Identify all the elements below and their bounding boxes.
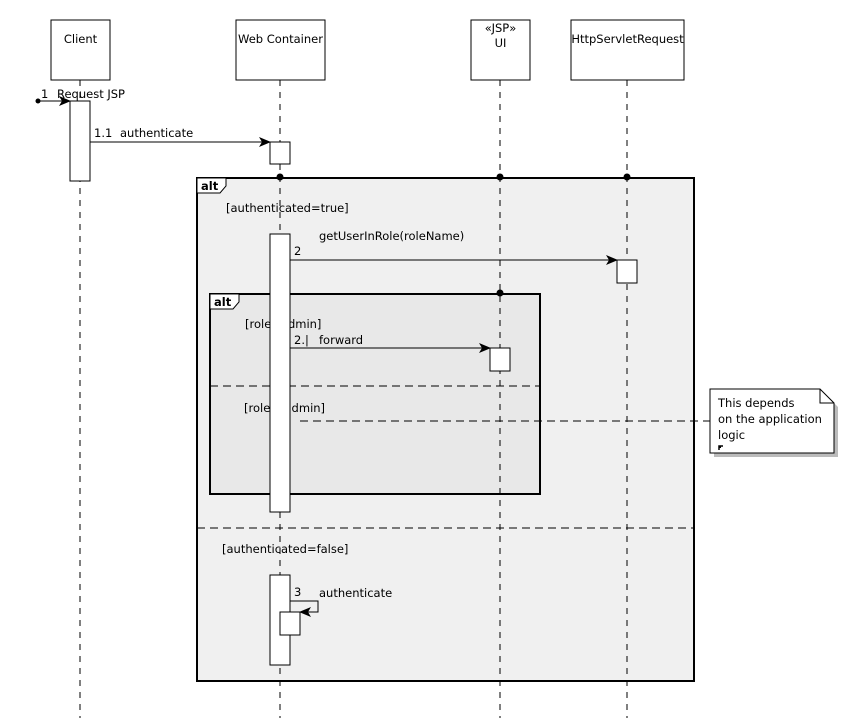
message-forward-label: forward [319, 333, 363, 347]
note-link-icon [718, 445, 723, 450]
participant-client-label: Client [64, 32, 98, 46]
message-request-jsp[interactable]: 1 Request JSP [35, 87, 126, 106]
note-line-2: on the application [718, 412, 822, 426]
participant-http-servlet-request-label: HttpServletRequest [571, 32, 684, 46]
message-authenticate-3-label: authenticate [319, 586, 392, 600]
participant-web-container-label: Web Container [238, 32, 323, 46]
participant-ui-stereotype: «JSP» [485, 21, 517, 35]
http-servlet-request-activation [616, 259, 638, 284]
message-authenticate-1-label: authenticate [120, 126, 193, 140]
inner-alt-fragment: alt [role=admin] [role!=admin] [209, 293, 541, 495]
participant-ui-label: UI [495, 36, 507, 50]
outer-alt-operator: alt [201, 179, 219, 193]
message-authenticate-3[interactable]: 3 authenticate [290, 585, 392, 617]
note[interactable]: This depends on the application logic [300, 388, 838, 457]
web-container-self-activation [279, 611, 301, 636]
note-line-1: This depends [717, 396, 795, 410]
client-activation [69, 100, 91, 182]
activation-bars [69, 100, 638, 666]
message-authenticate-1-number: 1.1 [94, 126, 112, 140]
message-forward-number: 2.| [294, 333, 309, 347]
message-get-user-in-role-number: 2 [294, 244, 301, 258]
web-container-activation-2 [269, 233, 291, 513]
ui-activation [489, 347, 511, 372]
message-request-jsp-number: 1 [41, 87, 48, 101]
participant-web-container[interactable]: Web Container [235, 19, 326, 81]
participant-client[interactable]: Client [50, 19, 111, 81]
message-authenticate-1[interactable]: 1.1 authenticate [90, 126, 271, 147]
note-line-3: logic [718, 428, 745, 442]
message-forward[interactable]: 2.| forward [290, 333, 491, 353]
message-get-user-in-role[interactable]: 2 getUserInRole(roleName) [290, 229, 618, 265]
participant-ui[interactable]: «JSP» UI [470, 19, 531, 81]
guard-authenticated-false: [authenticated=false] [222, 542, 348, 556]
participant-http-servlet-request[interactable]: HttpServletRequest [570, 19, 685, 81]
message-get-user-in-role-label: getUserInRole(roleName) [319, 229, 464, 243]
inner-alt-operator: alt [214, 295, 232, 309]
message-authenticate-3-number: 3 [294, 585, 301, 599]
message-request-jsp-label: Request JSP [57, 87, 125, 101]
guard-authenticated-true: [authenticated=true] [226, 201, 349, 215]
web-container-activation-1 [269, 141, 291, 165]
